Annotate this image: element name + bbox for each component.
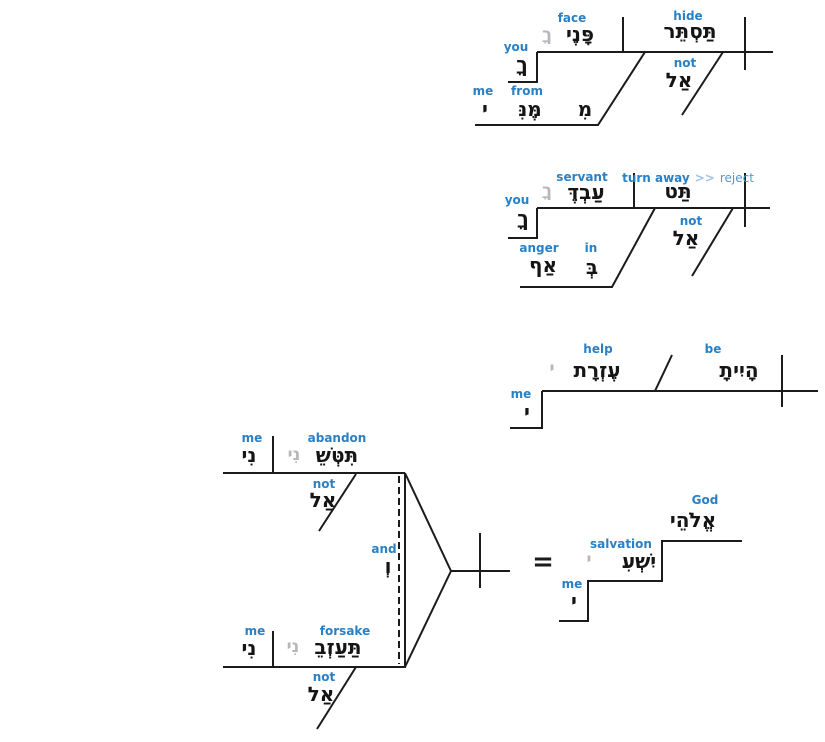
reject-verb-gloss-separator: >> [694,171,715,185]
reject-negation-hebrew: אַל [672,226,700,250]
forsake-object-gloss: me [244,624,266,638]
hide-suffix-gloss: you [503,40,529,54]
help-verb-hebrew: הָיִיתָ [719,358,759,382]
reject-negation-diagonal [691,207,734,277]
help-suffix-hebrew: י [524,400,530,424]
forsake-negation-gloss: not [312,670,336,684]
abandon-verb-ghost-suffix: נִי [287,445,301,465]
reject-pp-object-hebrew: אַף [528,253,558,277]
forsake-verb-hebrew: תַּעַזְבֵ [314,635,362,659]
help-suffix-step [510,391,543,429]
forsake-negation-hebrew: אַל [307,682,335,706]
hide-pp-object-hebrew: י [482,97,488,121]
hide-pp-object-gloss: me [472,84,494,98]
help-predicate-divider [654,354,673,392]
vocative-mid-gloss: salvation [590,537,652,551]
reject-prep-gloss: in [584,241,598,255]
reject-prep-line [520,207,656,288]
help-suffix-gloss: me [510,387,532,401]
hide-verb-hebrew: תַּסְתֵּר [663,19,717,43]
reject-verb-gloss-literal: turn away [622,171,690,185]
fork-upper-diagonal [404,472,452,572]
reject-object-ghost-suffix: ךָ [542,181,552,201]
reject-suffix-step [508,208,538,239]
hide-suffix-step [508,52,538,83]
reject-negation-gloss: not [679,214,703,228]
reject-suffix-hebrew: ךָ [517,206,529,230]
vocative-mid-ghost-suffix: י [586,550,592,570]
reject-verb-gloss: turn away >> reject [622,171,754,185]
vocative-head-hebrew: אֱלֹהֵי [669,508,717,532]
hide-negation-diagonal [681,51,724,116]
hide-prep-line [475,51,646,126]
conjunction-gloss: and [371,542,397,556]
hide-prep-head-hebrew: מִ [577,97,593,121]
help-predicate-gloss: help [583,342,613,356]
vocative-suffix-hebrew: י [571,589,577,613]
hide-object-hebrew: פָּנֶי [565,22,595,46]
abandon-negation-gloss: not [312,477,336,491]
forsake-object-hebrew: נִי [241,636,257,660]
forsake-verb-gloss: forsake [319,624,371,638]
hide-suffix-hebrew: ךָ [516,52,528,76]
reject-object-hebrew: עַבְדֶּ [567,180,605,204]
hide-negation-hebrew: אַל [665,68,693,92]
hide-prep-gloss: from [511,84,543,98]
abandon-object-hebrew: נִי [241,443,257,467]
reject-object-gloss: servant [556,170,608,184]
abandon-negation-diagonal [318,473,357,532]
abandon-verb-hebrew: תִּטְּשֵׁ [315,443,359,467]
abandon-object-gloss: me [241,431,263,445]
fork-lower-diagonal [404,570,452,668]
vocative-suffix-gloss: me [561,577,583,591]
reject-suffix-gloss: you [504,193,530,207]
hide-negation-gloss: not [673,56,697,70]
help-verb-gloss: be [704,342,722,356]
reject-verb-hebrew: תַּט [664,179,692,203]
reject-prep-hebrew: בְּ [585,255,599,279]
reject-pp-object-gloss: anger [519,241,559,255]
hide-object-ghost-suffix: ךָ [542,25,552,45]
hide-object-gloss: face [557,11,587,25]
forsake-negation-diagonal [316,666,357,730]
vocative-head-gloss: God [691,493,719,507]
reject-verb-gloss-idiomatic: reject [719,171,754,185]
vocative-staircase-line [559,540,742,622]
equals-sign: = [532,547,554,577]
hide-prep-hebrew: מֶּנִּ [518,97,542,121]
abandon-verb-gloss: abandon [307,431,367,445]
conjunction-hebrew: וְ [384,554,392,578]
help-predicate-hebrew: עֶזְרָת [573,358,621,382]
hide-verb-gloss: hide [673,9,703,23]
abandon-negation-hebrew: אַל [309,488,337,512]
vocative-mid-hebrew: יִשְׁעִ [621,549,657,573]
help-predicate-ghost-suffix: י [549,359,555,379]
forsake-verb-ghost-suffix: נִי [286,637,300,657]
